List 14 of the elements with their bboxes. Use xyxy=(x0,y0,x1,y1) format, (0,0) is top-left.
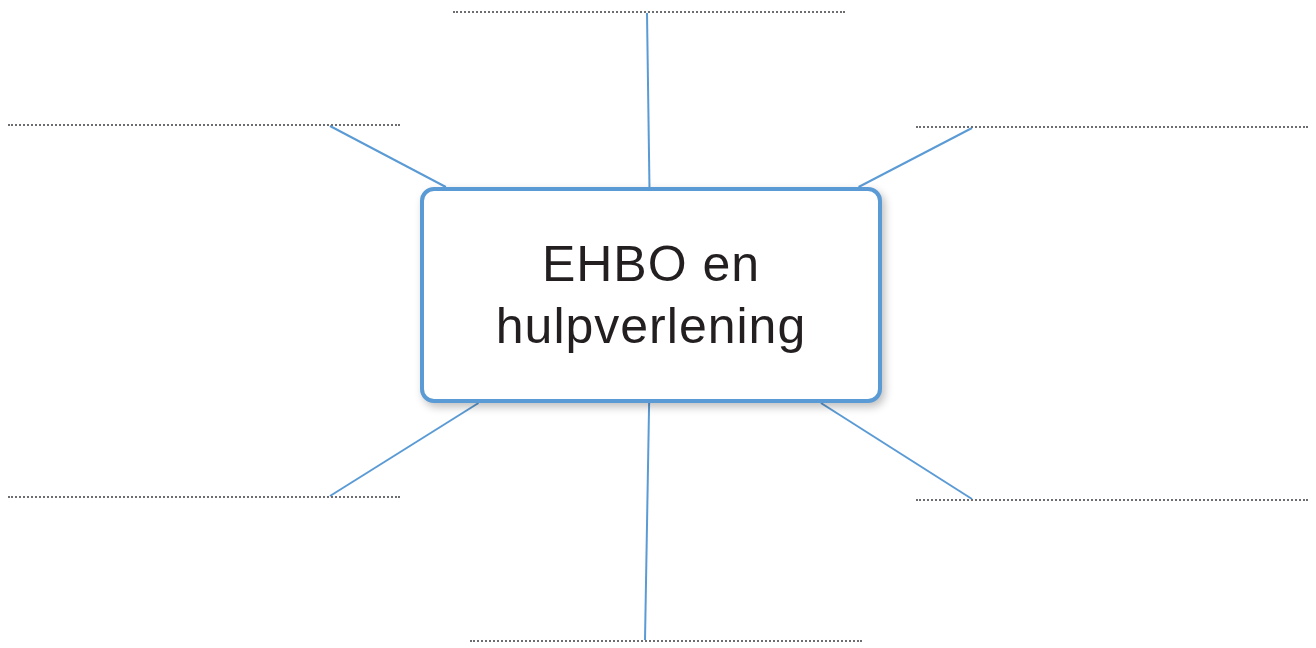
fill-in-line xyxy=(916,499,1308,501)
fill-in-line xyxy=(8,496,400,498)
fill-in-line xyxy=(470,640,862,642)
branch-line xyxy=(329,402,480,497)
branch-line xyxy=(857,127,973,188)
fill-in-line xyxy=(8,124,400,126)
topic-title: EHBO en hulpverlening xyxy=(494,235,808,356)
topic-box xyxy=(420,187,882,403)
fill-in-line xyxy=(916,126,1308,128)
branch-line xyxy=(329,125,447,188)
fill-in-line xyxy=(453,11,845,13)
branch-line xyxy=(644,402,651,641)
branch-line xyxy=(819,402,973,500)
branch-line xyxy=(646,12,651,188)
